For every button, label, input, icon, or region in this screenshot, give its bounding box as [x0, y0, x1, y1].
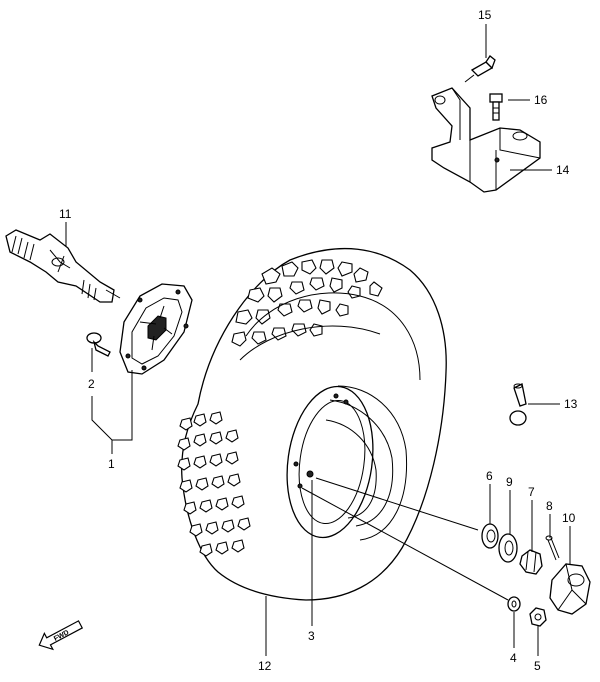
callout-1: 1	[108, 457, 115, 471]
callout-8: 8	[546, 499, 553, 513]
fwd-direction-arrow: FWD	[38, 620, 84, 651]
washer-part-4	[507, 596, 521, 612]
hub-part-1	[119, 283, 193, 375]
callout-5: 5	[534, 659, 541, 673]
callout-3: 3	[308, 629, 315, 643]
bolt-part-16	[489, 93, 503, 121]
callout-6: 6	[486, 469, 493, 483]
callout-12: 12	[258, 659, 272, 673]
stud-bolt-part-2	[86, 332, 111, 357]
assembly-centerlines	[105, 289, 509, 601]
cotter-pin-part-8	[545, 535, 560, 561]
bracket-part-14	[431, 87, 541, 193]
axle-shaft-part-11	[5, 229, 115, 303]
callout-11: 11	[59, 207, 72, 221]
washer-part-9	[498, 533, 518, 563]
callout-4: 4	[510, 651, 517, 665]
callout-15: 15	[478, 8, 492, 22]
callout-2: 2	[88, 377, 95, 391]
valve-part-13	[509, 383, 527, 426]
fwd-label: FWD	[53, 629, 70, 643]
callout-7: 7	[528, 485, 535, 499]
castle-nut-part-7	[519, 549, 543, 575]
washer-part-6	[481, 523, 499, 549]
hub-cap-part-10	[549, 563, 591, 615]
callout-9: 9	[506, 475, 513, 489]
callout-13: 13	[564, 397, 578, 411]
callout-labels: 15 16 14 11 13 2 1 6 9 7 8 10 3 4 5 12	[59, 8, 578, 673]
tire-tread-left	[177, 411, 251, 557]
bolt-part-15	[464, 55, 496, 83]
callout-14: 14	[556, 163, 570, 177]
wheel-rim-part-3	[286, 385, 408, 541]
nut-part-5	[529, 607, 547, 627]
callout-16: 16	[534, 93, 548, 107]
leader-lines	[65, 24, 571, 656]
callout-10: 10	[562, 511, 576, 525]
